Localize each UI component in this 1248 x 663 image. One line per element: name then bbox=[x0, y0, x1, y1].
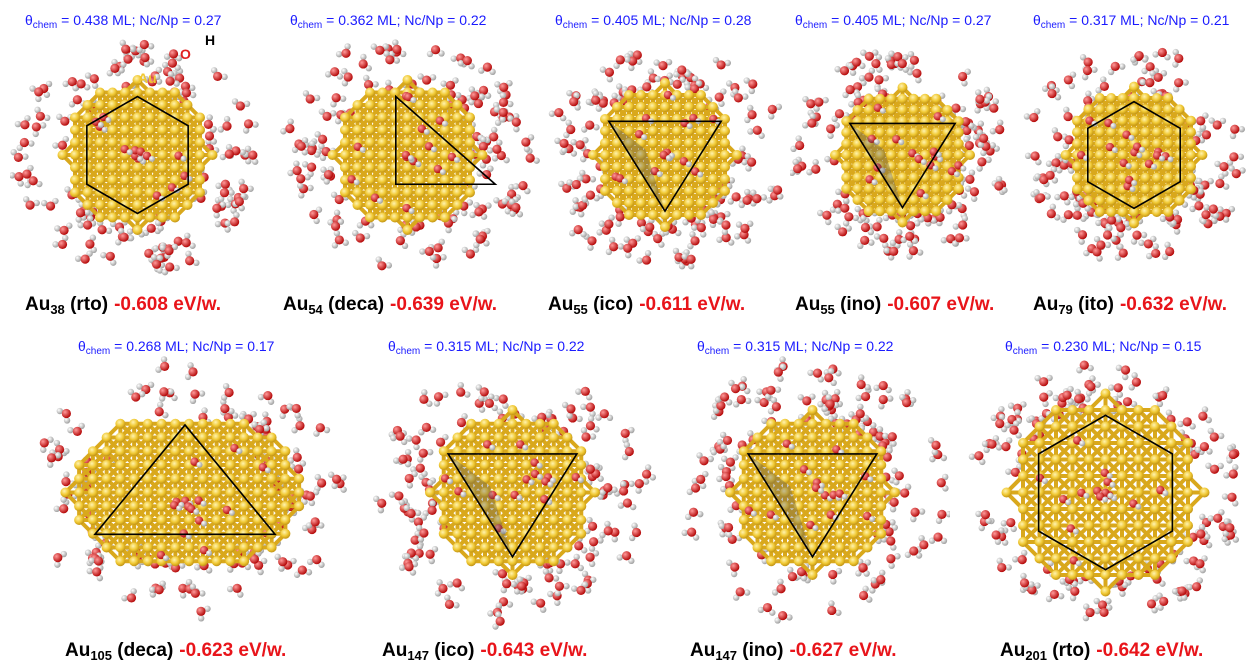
gold-core bbox=[57, 75, 218, 235]
adsorption-energy: -0.642 eV/w. bbox=[1096, 640, 1204, 661]
symmetry-outline bbox=[607, 120, 723, 213]
symmetry-outline bbox=[446, 453, 579, 559]
theta-caption: θchem = 0.317 ML; Nc/Np = 0.21 bbox=[1033, 12, 1230, 31]
cluster-label: Au54 (deca)-0.639 eV/w. bbox=[283, 294, 498, 317]
theta-caption: θchem = 0.268 ML; Nc/Np = 0.17 bbox=[78, 338, 275, 357]
nanocluster-image bbox=[548, 50, 784, 270]
gold-core bbox=[588, 78, 742, 232]
cluster-label: Au147 (ico)-0.643 eV/w. bbox=[382, 640, 588, 663]
cluster-label: Au55 (ico)-0.611 eV/w. bbox=[548, 294, 746, 317]
symmetry-outline bbox=[1037, 414, 1174, 571]
adsorption-energy: -0.623 eV/w. bbox=[179, 640, 287, 661]
theta-caption: θchem = 0.405 ML; Nc/Np = 0.28 bbox=[555, 12, 752, 31]
au-atom-tag: Au bbox=[138, 70, 157, 86]
adsorbed-water bbox=[156, 443, 271, 562]
symmetry-outline bbox=[848, 122, 957, 210]
symmetry-outline bbox=[746, 453, 879, 559]
adsorbed-water bbox=[1035, 436, 1169, 567]
theta-caption: θchem = 0.315 ML; Nc/Np = 0.22 bbox=[697, 338, 894, 357]
nanocluster-image bbox=[1023, 47, 1246, 262]
theta-caption: θchem = 0.405 ML; Nc/Np = 0.27 bbox=[795, 12, 992, 31]
nanocluster-image bbox=[280, 39, 540, 271]
h-atom-tag: H bbox=[205, 32, 216, 48]
symmetry-outline bbox=[1086, 100, 1182, 210]
symmetry-outline bbox=[86, 95, 189, 215]
gold-core bbox=[725, 405, 900, 580]
theta-caption: θchem = 0.230 ML; Nc/Np = 0.15 bbox=[1005, 338, 1202, 357]
adsorption-energy: -0.627 eV/w. bbox=[789, 640, 897, 661]
theta-caption: θchem = 0.438 ML; Nc/Np = 0.27 bbox=[25, 12, 222, 31]
nanocluster-image bbox=[681, 356, 950, 624]
symmetry-outline bbox=[93, 423, 277, 536]
cluster-label: Au105 (deca)-0.623 eV/w. bbox=[65, 640, 287, 663]
adsorption-energy: -0.643 eV/w. bbox=[480, 640, 588, 661]
adsorption-energy: -0.611 eV/w. bbox=[639, 294, 746, 315]
cluster-label: Au79 (ito)-0.632 eV/w. bbox=[1033, 294, 1227, 317]
nanocluster-image bbox=[373, 381, 657, 630]
nanocluster-image bbox=[10, 39, 259, 276]
symmetry-outline bbox=[395, 94, 498, 186]
nanocluster-image bbox=[39, 356, 347, 622]
cluster-label: Au55 (ino)-0.607 eV/w. bbox=[795, 294, 995, 317]
gold-core bbox=[1001, 388, 1210, 597]
nanocluster-image bbox=[968, 360, 1240, 622]
nanocluster-image bbox=[790, 49, 1008, 261]
adsorption-energy: -0.639 eV/w. bbox=[390, 294, 498, 315]
theta-caption: θchem = 0.315 ML; Nc/Np = 0.22 bbox=[388, 338, 585, 357]
adsorbed-water bbox=[1076, 116, 1174, 193]
adsorbed-water bbox=[440, 440, 584, 535]
o-atom-tag: O bbox=[180, 46, 191, 62]
cluster-label: Au38 (rto)-0.608 eV/w. bbox=[25, 294, 222, 317]
adsorbed-water bbox=[744, 439, 876, 531]
adsorption-energy: -0.607 eV/w. bbox=[887, 294, 995, 315]
adsorbed-water bbox=[347, 91, 460, 215]
adsorption-energy: -0.632 eV/w. bbox=[1119, 294, 1227, 315]
adsorbed-water bbox=[865, 103, 967, 200]
cluster-label: Au201 (rto)-0.642 eV/w. bbox=[1000, 640, 1204, 663]
theta-caption: θchem = 0.362 ML; Nc/Np = 0.22 bbox=[290, 12, 487, 31]
cluster-label: Au147 (ino)-0.627 eV/w. bbox=[690, 640, 897, 663]
adsorption-energy: -0.608 eV/w. bbox=[114, 294, 222, 315]
